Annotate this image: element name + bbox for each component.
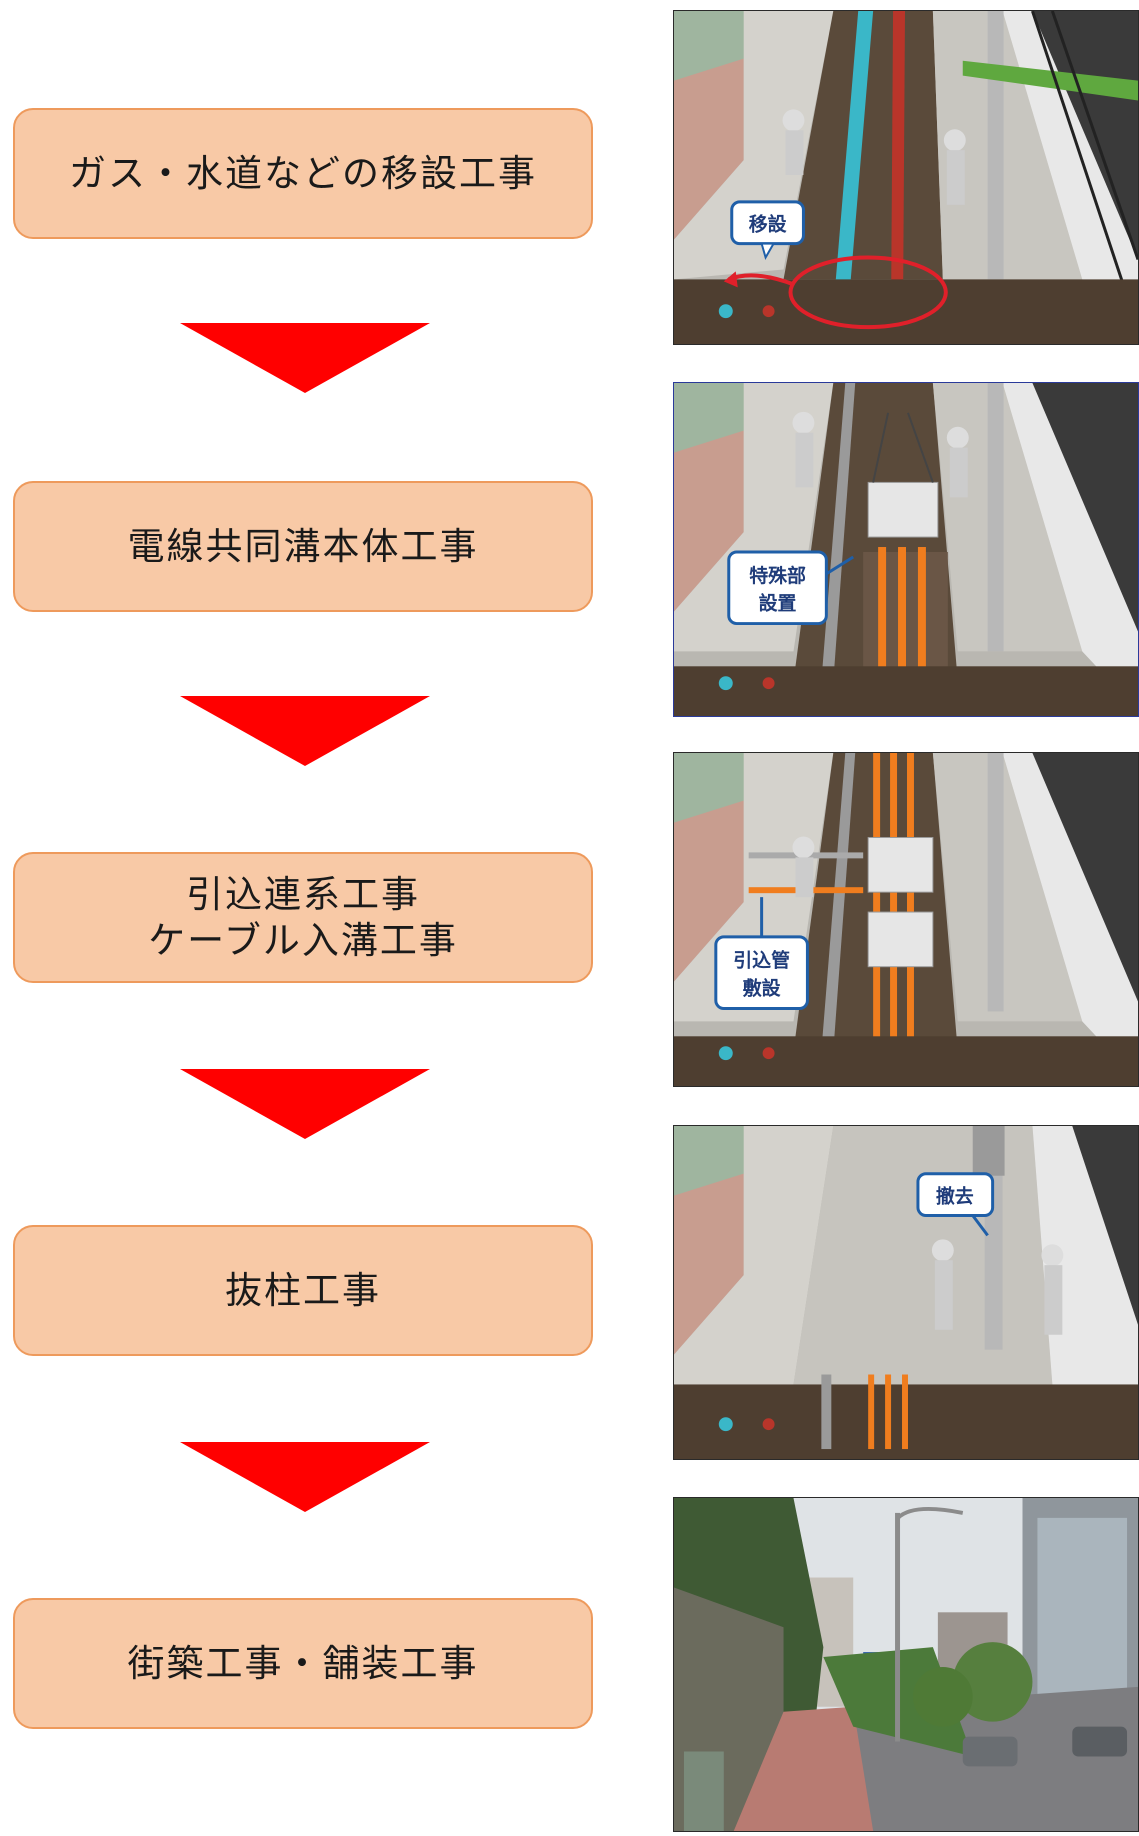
step-pole-removal: 抜柱工事 (13, 1225, 593, 1356)
step-street-and-paving: 街築工事・舗装工事 (13, 1598, 593, 1729)
down-arrow-icon (180, 1442, 430, 1512)
step-utility-duct-body: 電線共同溝本体工事 (13, 481, 593, 612)
illustration-duct-body: 特殊部 設置 (673, 382, 1139, 717)
down-arrow-icon (180, 323, 430, 393)
down-arrow-icon (180, 696, 430, 766)
photo-finished-street (673, 1497, 1139, 1832)
step-label: 街築工事・舗装工事 (127, 1641, 479, 1685)
callout-relocate: 移設 (749, 213, 787, 236)
callout-special-1: 特殊部 (749, 564, 806, 587)
step-label: 抜柱工事 (225, 1268, 381, 1312)
callout-remove: 撤去 (936, 1185, 974, 1208)
down-arrow-icon (180, 1069, 430, 1139)
callout-lead-1: 引込管 (733, 949, 790, 972)
callout-lead-2: 敷設 (743, 977, 781, 1000)
illustration-relocation: 移設 (673, 10, 1139, 345)
illustration-lead-in: 引込管 敷設 (673, 752, 1139, 1087)
callout-special-2: 設置 (759, 592, 797, 615)
step-lead-in-and-cable: 引込連系工事 ケーブル入溝工事 (13, 852, 593, 983)
illustration-pole-removal: 撤去 (673, 1125, 1139, 1460)
step-label: 電線共同溝本体工事 (127, 524, 479, 568)
step-gas-water-relocation: ガス・水道などの移設工事 (13, 108, 593, 239)
step-label: 引込連系工事 ケーブル入溝工事 (148, 872, 458, 962)
step-label: ガス・水道などの移設工事 (69, 151, 537, 195)
